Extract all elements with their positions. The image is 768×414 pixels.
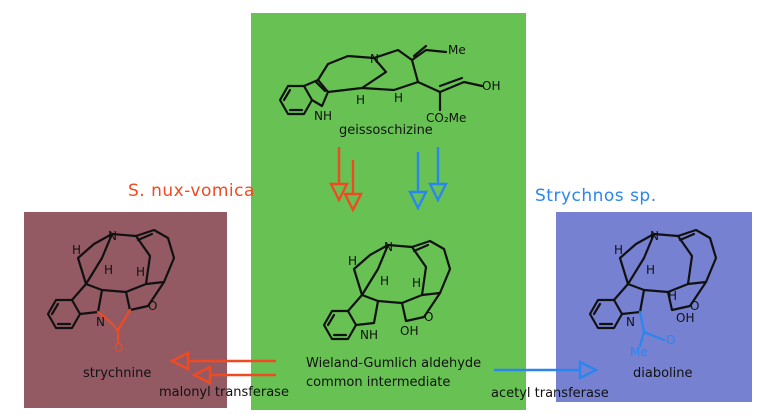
n-atom: N (370, 52, 379, 66)
n-atom: N (650, 229, 659, 243)
h-atom: H (646, 263, 655, 277)
common-intermediate-label: common intermediate (306, 375, 451, 390)
red-arrows-left (169, 351, 276, 385)
nh-atom: NH (360, 328, 378, 342)
geissoschizine-structure: N Me OH NH H H CO₂Me (278, 43, 500, 125)
h-atom: H (356, 93, 365, 107)
h-atom: H (668, 289, 677, 303)
n-atom: N (108, 229, 117, 243)
oh-group: OH (482, 79, 500, 93)
blue-arrows-down (408, 147, 448, 211)
nh-atom: NH (314, 109, 332, 123)
o-atom: O (424, 310, 433, 324)
h-atom: H (72, 243, 81, 257)
co2me-group: CO₂Me (426, 111, 466, 125)
diaboline-panel (556, 212, 752, 402)
carbonyl-o-atom: O (666, 333, 675, 347)
wieland-gumlich-structure: N NH OH O H H H (322, 239, 452, 342)
n-atom: N (96, 315, 105, 329)
h-atom: H (394, 91, 403, 105)
diaboline-label: diaboline (633, 366, 693, 381)
malonyl-transferase-label: malonyl transferase (159, 385, 289, 400)
h-atom: H (380, 274, 389, 288)
species-label-left: S. nux-vomica (128, 181, 255, 201)
h-atom: H (614, 243, 623, 257)
green-panel (251, 13, 526, 410)
oh-group: OH (400, 324, 418, 338)
h-atom: H (104, 263, 113, 277)
acetyl-transferase-label: acetyl transferase (491, 386, 609, 401)
n-atom: N (384, 240, 393, 254)
strychnine-label: strychnine (83, 366, 152, 381)
n-atom: N (626, 315, 635, 329)
strychnine-structure: N N O O H H H (46, 228, 176, 355)
diaboline-structure: N N O OH O Me H H H (588, 228, 718, 359)
species-label-right: Strychnos sp. (535, 186, 657, 206)
h-atom: H (348, 254, 357, 268)
red-arrows-down (329, 147, 363, 213)
h-atom: H (136, 265, 145, 279)
me-group: Me (448, 43, 466, 57)
o-atom: O (148, 299, 157, 313)
carbonyl-o-atom: O (114, 341, 123, 355)
oh-group: OH (676, 311, 694, 325)
h-atom: H (412, 276, 421, 290)
geissoschizine-label: geissoschizine (339, 123, 433, 138)
blue-arrow-right (494, 360, 599, 380)
me-group: Me (630, 345, 648, 359)
o-atom: O (690, 299, 699, 313)
wieland-gumlich-label: Wieland-Gumlich aldehyde (306, 356, 482, 371)
